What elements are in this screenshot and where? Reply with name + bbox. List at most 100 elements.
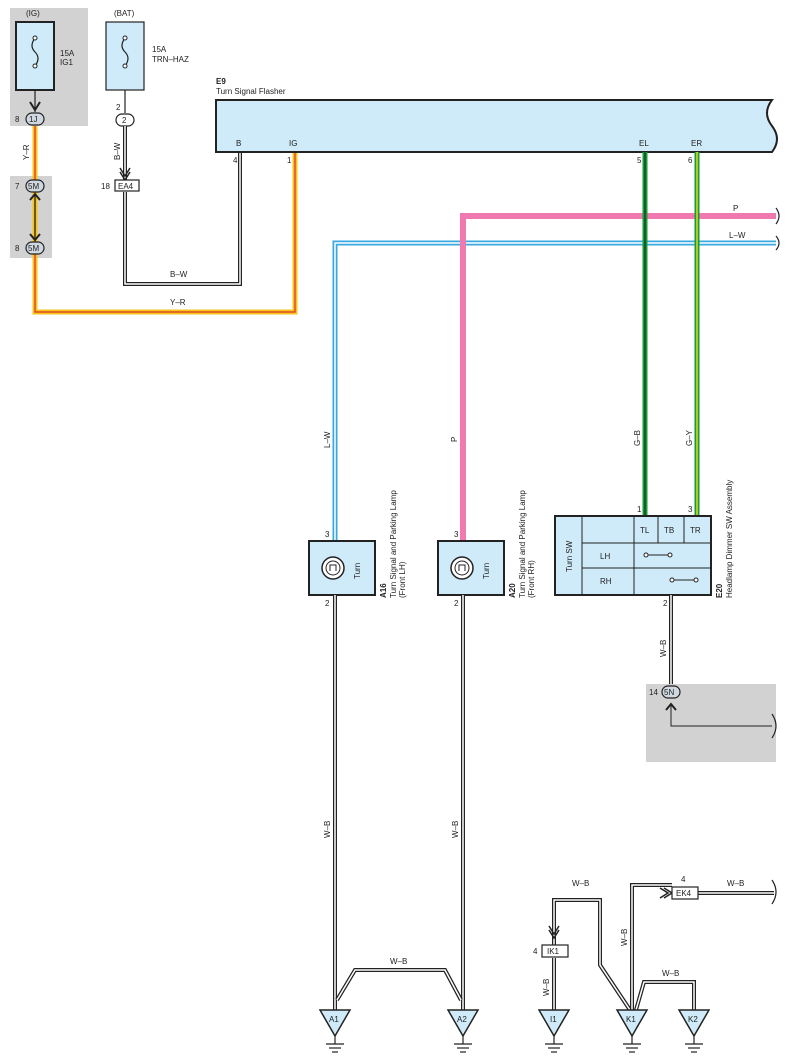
- connector-5m-top-pin: 7: [15, 182, 20, 191]
- wire-b-w: [123, 126, 242, 286]
- connector-bat-2-label: 2: [122, 116, 127, 125]
- ground-k2: [677, 1009, 711, 1053]
- connector-ek4: [671, 886, 699, 900]
- lamp-a16-pin-bot: 2: [325, 599, 330, 608]
- lamp-a16-bulb-icon: [321, 556, 345, 580]
- lamp-a16-inner: Turn: [353, 563, 362, 579]
- connector-ea4-pin: 18: [101, 182, 110, 191]
- connector-ik1: [541, 944, 569, 958]
- switch-pin-bot: 2: [663, 599, 668, 608]
- connector-1j-arrow: [29, 101, 41, 112]
- fuse-trn-haz-icon: [121, 37, 129, 67]
- connector-5m-top: [25, 179, 45, 193]
- lamp-a16-pin-top: 3: [325, 530, 330, 539]
- wire-w-b-k2-label: W–B: [662, 969, 679, 978]
- flasher-pin-er: ER: [691, 139, 702, 148]
- lamp-a20-pin-bot: 2: [454, 599, 459, 608]
- connector-5m-top-label: 5M: [28, 182, 39, 191]
- switch-row-rh: RH: [600, 577, 612, 586]
- fuse-trn-haz-box: [105, 21, 145, 91]
- wire-w-b-ground-net: [552, 883, 774, 1012]
- flasher-pin-b: B: [236, 139, 241, 148]
- connector-ek4-pin: 4: [681, 875, 686, 884]
- switch-col-tl: TL: [640, 526, 650, 535]
- flasher-pinnum-er: 6: [688, 156, 693, 165]
- wire-w-b-a16-label: W–B: [323, 821, 332, 838]
- ground-i1-label: I1: [550, 1015, 557, 1024]
- lamp-a20-bulb-icon: [450, 556, 474, 580]
- lamp-a16-name: Turn Signal and Parking Lamp: [389, 490, 398, 598]
- connector-ek4-label: EK4: [676, 889, 692, 898]
- connector-ea4: [114, 179, 140, 192]
- connector-bat-2-pin: 2: [116, 103, 121, 112]
- connector-5n: [661, 685, 681, 699]
- ground-a1-label: A1: [329, 1015, 339, 1024]
- fuse-trn-haz-name: TRN–HAZ: [152, 55, 189, 64]
- ground-a2-label: A2: [457, 1015, 467, 1024]
- wire-l-w-label-vert: L–W: [323, 431, 332, 448]
- connector-1j-label: 1J: [29, 115, 37, 124]
- flasher-pinnum-b: 4: [233, 156, 238, 165]
- wire-y-r-label-bottom: Y–R: [170, 298, 186, 307]
- switch-title: Turn SW: [565, 540, 574, 572]
- fuse-ig1-amp: 15A: [60, 49, 75, 58]
- wire-g-b-label: G–B: [633, 430, 642, 446]
- connector-5m-bottom-pin: 8: [15, 244, 20, 253]
- switch-contact-rh: [669, 577, 699, 583]
- lamp-a20-side: (Front RH): [527, 560, 536, 598]
- connector-5m-bottom-label: 5M: [28, 244, 39, 253]
- wire-w-b-k1-label: W–B: [620, 929, 629, 946]
- wire-w-b-net-label-top: W–B: [572, 879, 589, 888]
- flasher-pin-ig: IG: [289, 139, 297, 148]
- switch-contact-lh: [643, 552, 673, 558]
- flasher-pinnum-el: 5: [637, 156, 642, 165]
- wire-w-b-bridge-label: W–B: [390, 957, 407, 966]
- wire-p-label-right: P: [733, 204, 738, 213]
- switch-name: Headlamp Dimmer SW Assembly: [725, 480, 734, 598]
- wire-l-w-label-right: L–W: [729, 231, 746, 240]
- switch-col-tr: TR: [690, 526, 701, 535]
- connector-5n-pin: 14: [649, 688, 658, 697]
- flasher-pinnum-ig: 1: [287, 156, 292, 165]
- flasher-box: [215, 99, 778, 153]
- ground-i1: [537, 1009, 571, 1053]
- connector-ik1-arrow: [548, 925, 560, 940]
- switch-code: E20: [715, 583, 724, 598]
- connector-5m-bottom: [25, 241, 45, 255]
- wire-b-w-label-vert: B–W: [113, 142, 122, 160]
- connector-1j-pin: 8: [15, 115, 20, 124]
- connector-ea4-label: EA4: [118, 182, 134, 191]
- wire-p-label-vert: P: [450, 437, 459, 442]
- ground-k2-label: K2: [688, 1015, 698, 1024]
- wire-l-w: [332, 240, 776, 540]
- wire-b-w-label-horiz: B–W: [170, 270, 188, 279]
- wire-g-y-label: G–Y: [685, 429, 694, 446]
- wire-y-r-label-left: Y–R: [22, 144, 31, 160]
- flasher-pin-el: EL: [639, 139, 649, 148]
- ground-k1: [615, 1009, 649, 1053]
- connector-5n-label: 5N: [664, 688, 674, 697]
- fuse-trn-haz-amp: 15A: [152, 45, 167, 54]
- ig-source-label: (IG): [26, 9, 40, 18]
- lamp-a20-pin-top: 3: [454, 530, 459, 539]
- connector-ik1-label: IK1: [547, 947, 560, 956]
- wire-w-b-a20-label: W–B: [451, 821, 460, 838]
- wire-w-b-ek4-label: W–B: [727, 879, 744, 888]
- switch-pin-tl: 1: [637, 505, 642, 514]
- flasher-code: E9: [216, 77, 226, 86]
- ground-a2: [446, 1009, 480, 1053]
- wire-w-b-switch-label: W–B: [659, 640, 668, 657]
- connector-ik1-pin: 4: [533, 947, 538, 956]
- switch-row-lh: LH: [600, 552, 610, 561]
- bat-source-label: (BAT): [114, 9, 135, 18]
- flasher-name: Turn Signal Flasher: [216, 87, 286, 96]
- lamp-a20-code: A20: [508, 583, 517, 598]
- ground-a1: [318, 1009, 352, 1053]
- wire-w-b-i1-label: W–B: [542, 979, 551, 996]
- ground-k1-label: K1: [626, 1015, 636, 1024]
- lamp-a20-inner: Turn: [482, 563, 491, 579]
- wire-w-b-a1-a2-bridge: [335, 968, 463, 1002]
- lamp-a16-side: (Front LH): [398, 561, 407, 598]
- switch-pin-tr: 3: [688, 505, 693, 514]
